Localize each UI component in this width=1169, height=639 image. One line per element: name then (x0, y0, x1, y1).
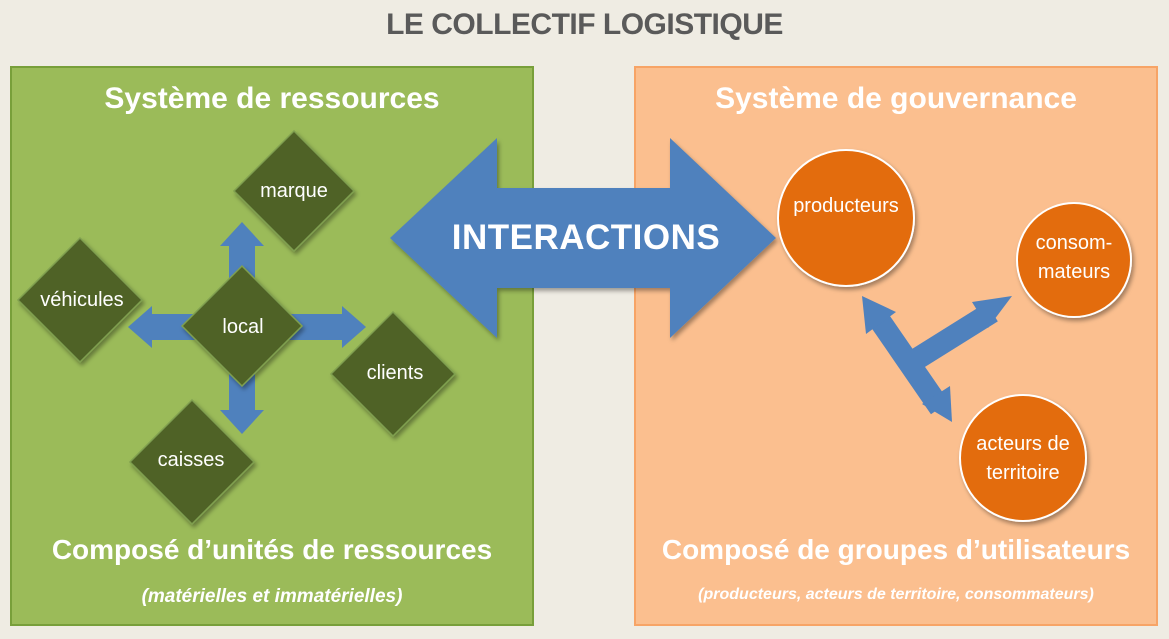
arrow-head-consommateurs (972, 296, 1012, 328)
circle-consommateurs (1016, 202, 1132, 318)
arrow-shaft-to-consommateurs (906, 302, 998, 372)
interactions-double-arrow (390, 138, 776, 338)
diagram-title: LE COLLECTIF LOGISTIQUE (386, 8, 783, 41)
arrow-head-producteurs (862, 296, 896, 334)
diamond-vehicules (16, 236, 144, 364)
governance-panel-title: Système de gouvernance (715, 82, 1077, 115)
node-label-acteurs-line1: acteurs de (976, 433, 1070, 455)
node-label-marque: marque (260, 180, 328, 202)
node-label-caisses: caisses (157, 449, 225, 471)
resources-panel-note: (matérielles et immatérielles) (141, 586, 403, 607)
governance-panel-note: (producteurs, acteurs de territoire, con… (698, 586, 1094, 603)
arrow-head-down (220, 410, 264, 434)
diamond-local (180, 264, 304, 388)
arrow-head-acteurs (922, 386, 952, 422)
node-label-clients: clients (366, 362, 424, 384)
diamond-clients (329, 310, 457, 438)
diamond-caisses (128, 398, 256, 526)
circle-acteurs-territoire (959, 394, 1087, 522)
resources-panel-title: Système de ressources (104, 82, 440, 115)
node-label-producteurs: producteurs (793, 195, 899, 217)
governance-arrows (862, 296, 1012, 422)
arrow-shaft-producteurs-acteurs (868, 311, 950, 415)
arrow-head-up (220, 222, 264, 246)
arrow-head-left (128, 306, 152, 348)
node-label-acteurs-line2: territoire (986, 462, 1060, 484)
circle-producteurs (777, 149, 915, 287)
node-label-consommateurs-line1: consom- (1035, 232, 1113, 254)
resources-panel-subtitle: Composé d’unités de ressources (51, 534, 493, 565)
diamond-marque (232, 129, 356, 253)
governance-panel-subtitle: Composé de groupes d’utilisateurs (661, 534, 1131, 565)
node-label-vehicules: véhicules (40, 289, 124, 311)
interactions-label: INTERACTIONS (451, 218, 721, 257)
node-label-local: local (222, 316, 264, 338)
node-label-consommateurs-line2: mateurs (1037, 261, 1111, 283)
arrow-head-right (342, 306, 366, 348)
